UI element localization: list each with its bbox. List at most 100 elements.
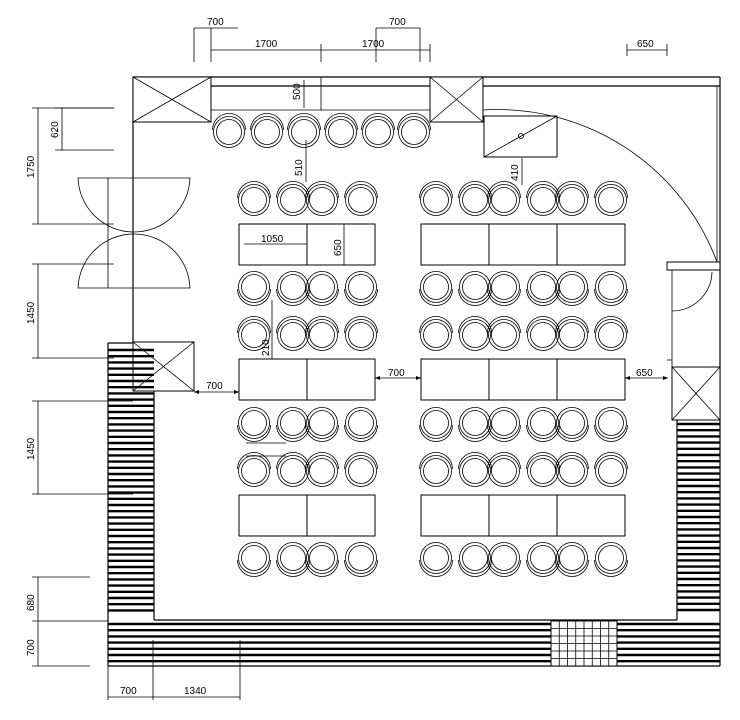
chair bbox=[305, 452, 339, 487]
chair bbox=[419, 407, 453, 442]
chair bbox=[555, 181, 589, 216]
chair bbox=[344, 542, 378, 577]
chair bbox=[276, 271, 310, 306]
chair bbox=[458, 271, 492, 306]
chair bbox=[487, 452, 521, 487]
tables bbox=[238, 223, 626, 537]
door-top-right bbox=[482, 86, 718, 263]
chair bbox=[237, 452, 271, 487]
dim-top-1700-right: 1700 bbox=[362, 39, 385, 50]
stair-hatch-right bbox=[677, 422, 720, 612]
chair bbox=[287, 113, 321, 148]
table-right-2 bbox=[420, 358, 626, 401]
chair bbox=[419, 542, 453, 577]
dim-top-1700-left: 1700 bbox=[255, 39, 278, 50]
dim-510: 510 bbox=[294, 159, 305, 176]
chair bbox=[526, 271, 560, 306]
stair-hatch-bottom bbox=[108, 622, 720, 663]
chair bbox=[344, 316, 378, 351]
dimension-lines bbox=[32, 27, 668, 700]
door-left-double bbox=[77, 177, 191, 289]
dim-410: 410 bbox=[510, 164, 521, 181]
chair bbox=[594, 181, 628, 216]
chair bbox=[344, 271, 378, 306]
room-walls bbox=[107, 76, 721, 667]
chair bbox=[237, 271, 271, 306]
dim-top-700-right: 700 bbox=[389, 17, 406, 28]
chair bbox=[344, 181, 378, 216]
dim-left-1750: 1750 bbox=[26, 155, 37, 178]
chair bbox=[344, 407, 378, 442]
chair bbox=[344, 452, 378, 487]
chair bbox=[458, 407, 492, 442]
dim-500: 500 bbox=[292, 83, 303, 100]
column-left bbox=[132, 341, 195, 392]
dim-bottom-1340: 1340 bbox=[184, 686, 207, 697]
column-top-left bbox=[132, 76, 212, 123]
chair bbox=[397, 113, 431, 148]
chair bbox=[305, 407, 339, 442]
chair bbox=[305, 271, 339, 306]
chair bbox=[487, 181, 521, 216]
dim-left-700: 700 bbox=[26, 639, 37, 656]
chair bbox=[419, 452, 453, 487]
dim-700-aisle-left: 700 bbox=[206, 381, 223, 392]
chair bbox=[526, 452, 560, 487]
chair bbox=[555, 407, 589, 442]
chairs bbox=[212, 113, 628, 577]
chair bbox=[594, 271, 628, 306]
dim-left-680: 680 bbox=[26, 594, 37, 611]
chair bbox=[555, 452, 589, 487]
table-left-2 bbox=[238, 358, 376, 401]
chair bbox=[419, 271, 453, 306]
chair bbox=[594, 407, 628, 442]
chair bbox=[526, 407, 560, 442]
dim-left-1450-upper: 1450 bbox=[26, 301, 37, 324]
chair bbox=[276, 452, 310, 487]
chair bbox=[276, 542, 310, 577]
columns bbox=[132, 76, 721, 421]
chair bbox=[555, 542, 589, 577]
column-top-mid bbox=[429, 76, 484, 123]
dim-top-650: 650 bbox=[637, 39, 654, 50]
table-right-3 bbox=[420, 494, 626, 537]
chair bbox=[237, 181, 271, 216]
chair bbox=[487, 316, 521, 351]
chair bbox=[419, 181, 453, 216]
chair bbox=[419, 316, 453, 351]
chair bbox=[594, 452, 628, 487]
chair bbox=[526, 181, 560, 216]
chair bbox=[305, 542, 339, 577]
chair bbox=[458, 452, 492, 487]
chair bbox=[594, 542, 628, 577]
table-left-3 bbox=[238, 494, 376, 537]
chair bbox=[276, 181, 310, 216]
podium bbox=[483, 115, 558, 158]
dim-700-aisle-mid: 700 bbox=[388, 368, 405, 379]
chair bbox=[305, 316, 339, 351]
dim-top-700-left: 700 bbox=[207, 17, 224, 28]
chair bbox=[276, 407, 310, 442]
chair bbox=[250, 113, 284, 148]
dim-210: 210 bbox=[261, 339, 272, 356]
chair bbox=[487, 542, 521, 577]
dim-left-620: 620 bbox=[50, 121, 61, 138]
chair bbox=[212, 113, 246, 148]
chair bbox=[361, 113, 395, 148]
dim-left-1450-lower: 1450 bbox=[26, 437, 37, 460]
dim-1050: 1050 bbox=[261, 234, 284, 245]
drain-grid bbox=[550, 620, 618, 667]
chair bbox=[305, 181, 339, 216]
chair bbox=[555, 316, 589, 351]
chair bbox=[594, 316, 628, 351]
dimension-labels: 700 1700 1700 700 650 500 510 410 1050 6… bbox=[26, 17, 654, 697]
table-right-1 bbox=[420, 223, 626, 266]
table-left-1 bbox=[238, 223, 376, 266]
chair bbox=[237, 407, 271, 442]
dim-650-aisle-right: 650 bbox=[636, 368, 653, 379]
chair bbox=[237, 316, 271, 351]
chair bbox=[458, 542, 492, 577]
chair bbox=[555, 271, 589, 306]
chair bbox=[487, 407, 521, 442]
